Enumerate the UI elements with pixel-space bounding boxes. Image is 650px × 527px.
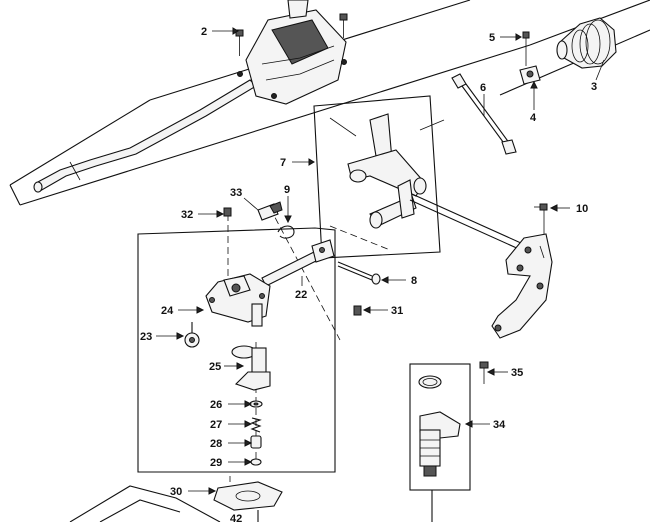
- shifter-housing: [237, 0, 347, 105]
- callout-34: 34: [493, 419, 506, 431]
- callout-35: 35: [511, 367, 523, 379]
- callout-33: 33: [230, 187, 242, 199]
- detent-23: [184, 322, 200, 348]
- callout-24: 24: [161, 305, 174, 317]
- callout-22: 22: [295, 289, 307, 301]
- bolt-31: [353, 305, 362, 316]
- left-assembly-box: [137, 207, 391, 473]
- selector-housing-24: [205, 273, 271, 327]
- callout-27: 27: [210, 419, 222, 431]
- box-7: [313, 95, 445, 259]
- callout-25: 25: [209, 361, 221, 373]
- gasket-30: [213, 481, 283, 511]
- bolt-10: [534, 203, 548, 236]
- lower-case-42: [69, 485, 259, 523]
- callout-29: 29: [210, 457, 222, 469]
- callout-30: 30: [170, 486, 182, 498]
- fork-25: [231, 345, 271, 391]
- callout-8: 8: [411, 275, 417, 287]
- shift-rail-22: [261, 239, 335, 287]
- callout-6: 6: [480, 82, 486, 94]
- callout-26: 26: [210, 399, 222, 411]
- callout-9: 9: [284, 184, 290, 196]
- callout-10: 10: [576, 203, 588, 215]
- pin-8: [337, 261, 381, 285]
- pedal-bracket: [491, 233, 553, 339]
- callout-32: 32: [181, 209, 193, 221]
- callout-labels: 2 3 4 5 6 7 8 9 10 22 23 24 25 26 27 28 …: [140, 26, 597, 525]
- shift-rod: [33, 79, 257, 193]
- callout-3: 3: [591, 81, 597, 93]
- callout-23: 23: [140, 331, 152, 343]
- clip-9: [277, 225, 295, 239]
- bolt-35: [479, 361, 489, 384]
- spring-27: [250, 417, 262, 433]
- bolt-2: [235, 29, 244, 56]
- callout-7: 7: [280, 157, 286, 169]
- washer-29: [250, 458, 262, 466]
- callout-28: 28: [210, 438, 222, 450]
- bolt-housing-right: [339, 13, 348, 38]
- bushing-4: [519, 31, 541, 85]
- callout-31: 31: [391, 305, 403, 317]
- bolt-32: [223, 207, 232, 217]
- cross-rod: [409, 193, 533, 255]
- callout-42: 42: [230, 513, 242, 522]
- leader-lines: [156, 27, 605, 495]
- box-34: [409, 363, 471, 522]
- callout-2: 2: [201, 26, 207, 38]
- boot-3: [556, 17, 617, 69]
- callout-4: 4: [530, 112, 537, 124]
- cap-28: [250, 435, 262, 449]
- bolt-33: [257, 201, 283, 221]
- callout-5: 5: [489, 32, 495, 44]
